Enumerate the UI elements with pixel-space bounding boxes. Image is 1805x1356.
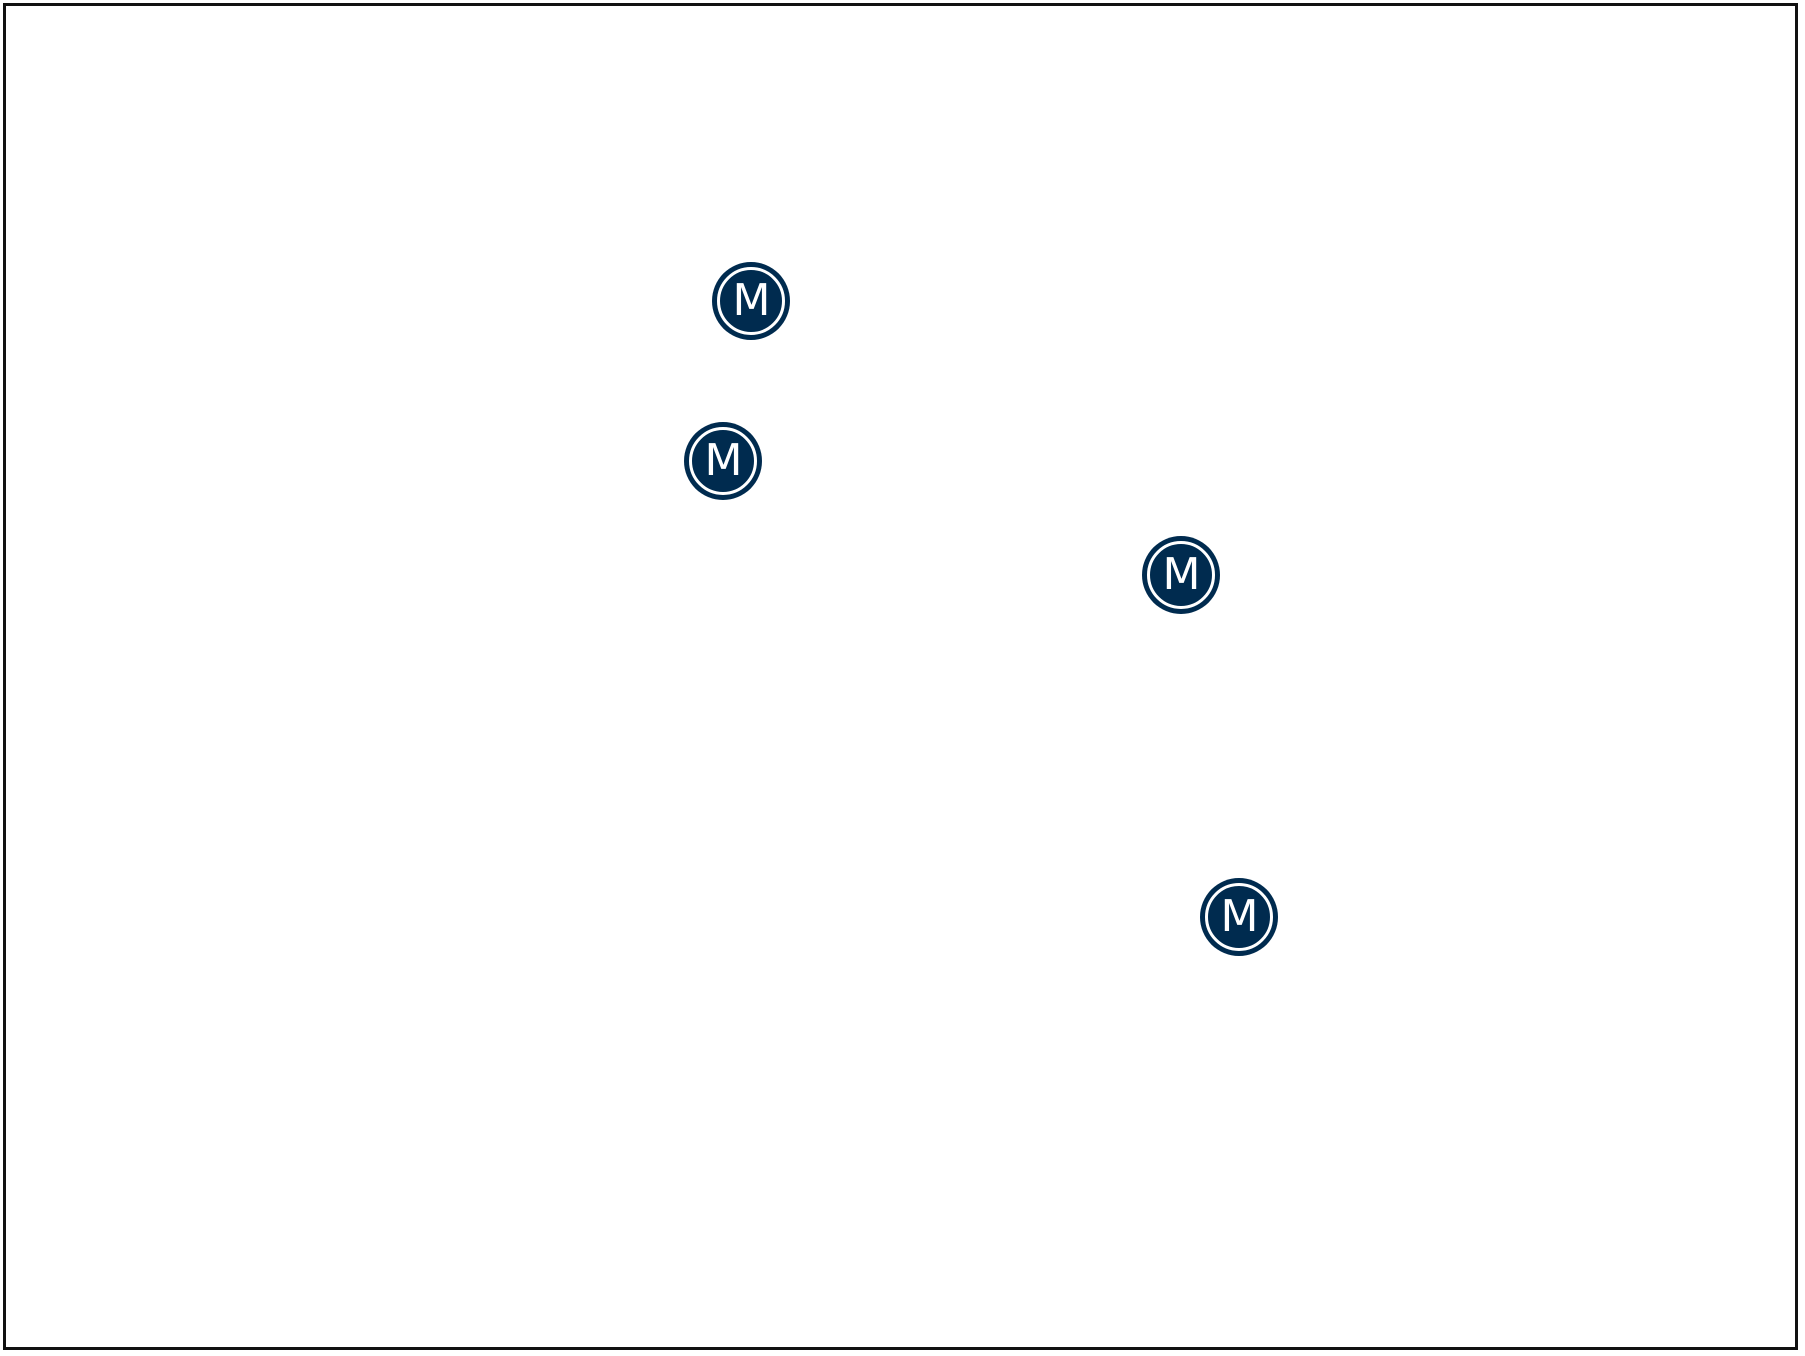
metro-station-icon: M xyxy=(1162,549,1201,600)
metro-station-marker[interactable]: M xyxy=(684,422,762,500)
metro-station-icon: M xyxy=(704,435,743,486)
metro-station-marker[interactable]: M xyxy=(712,262,790,340)
metro-station-marker[interactable]: M xyxy=(1200,878,1278,956)
metro-station-marker[interactable]: M xyxy=(1142,536,1220,614)
metro-station-icon: M xyxy=(1220,891,1259,942)
metro-station-icon: M xyxy=(732,275,771,326)
map-canvas[interactable]: M M M M xyxy=(3,3,1798,1350)
